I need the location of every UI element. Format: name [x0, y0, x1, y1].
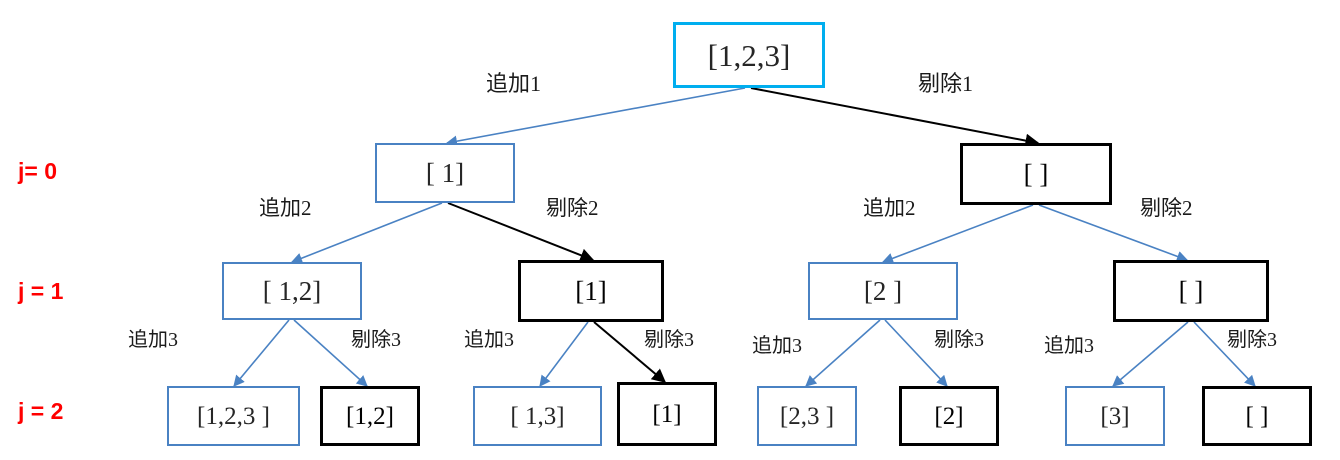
- tree-node-n2[interactable]: [ ]: [960, 143, 1112, 205]
- level-label-j2: j = 2: [18, 398, 64, 424]
- tree-edge: [750, 87, 1040, 148]
- edge-label-lbl-add3d: 追加3: [1044, 335, 1094, 357]
- tree-node-l8[interactable]: [ ]: [1202, 386, 1312, 446]
- edge-label-lbl-rm2b: 剔除2: [1140, 196, 1193, 220]
- edge-label-lbl-add3c: 追加3: [752, 335, 802, 357]
- tree-node-l2[interactable]: [1,2]: [320, 386, 420, 446]
- tree-edge: [539, 321, 589, 387]
- tree-node-l5[interactable]: [2,3 ]: [757, 386, 857, 446]
- tree-node-l3[interactable]: [ 1,3]: [473, 386, 602, 446]
- edge-label-lbl-rm3b: 剔除3: [644, 329, 694, 351]
- tree-edge: [233, 319, 290, 387]
- tree-node-root[interactable]: [1,2,3]: [673, 22, 825, 88]
- edge-label-lbl-add2b: 追加2: [863, 196, 916, 220]
- edge-label-lbl-add1: 追加1: [486, 71, 542, 96]
- edge-label-lbl-rm2: 剔除2: [546, 196, 599, 220]
- edge-label-lbl-rm3: 剔除3: [351, 329, 401, 351]
- level-label-j1: j = 1: [18, 278, 64, 304]
- tree-node-l4[interactable]: [1]: [617, 382, 717, 446]
- tree-node-l1[interactable]: [1,2,3 ]: [167, 386, 300, 446]
- tree-node-n1[interactable]: [ 1]: [375, 143, 515, 203]
- tree-node-l7[interactable]: [3]: [1065, 386, 1165, 446]
- edge-label-lbl-rm1: 剔除1: [918, 71, 974, 96]
- edge-label-lbl-rm3d: 剔除3: [1227, 329, 1277, 351]
- tree-node-n4[interactable]: [1]: [518, 260, 664, 322]
- tree-node-n6[interactable]: [ ]: [1113, 260, 1269, 322]
- tree-node-n3[interactable]: [ 1,2]: [222, 262, 362, 320]
- tree-node-l6[interactable]: [2]: [899, 386, 999, 446]
- tree-edge: [805, 319, 881, 387]
- edge-label-lbl-add2: 追加2: [259, 196, 312, 220]
- level-label-j0: j= 0: [18, 158, 58, 184]
- edge-label-lbl-add3: 追加3: [128, 329, 178, 351]
- tree-edge: [290, 202, 443, 264]
- edge-label-lbl-rm3c: 剔除3: [934, 329, 984, 351]
- tree-node-n5[interactable]: [2 ]: [808, 262, 958, 320]
- tree-edge: [1112, 321, 1189, 387]
- edge-label-lbl-add3b: 追加3: [464, 329, 514, 351]
- tree-edge: [445, 87, 746, 147]
